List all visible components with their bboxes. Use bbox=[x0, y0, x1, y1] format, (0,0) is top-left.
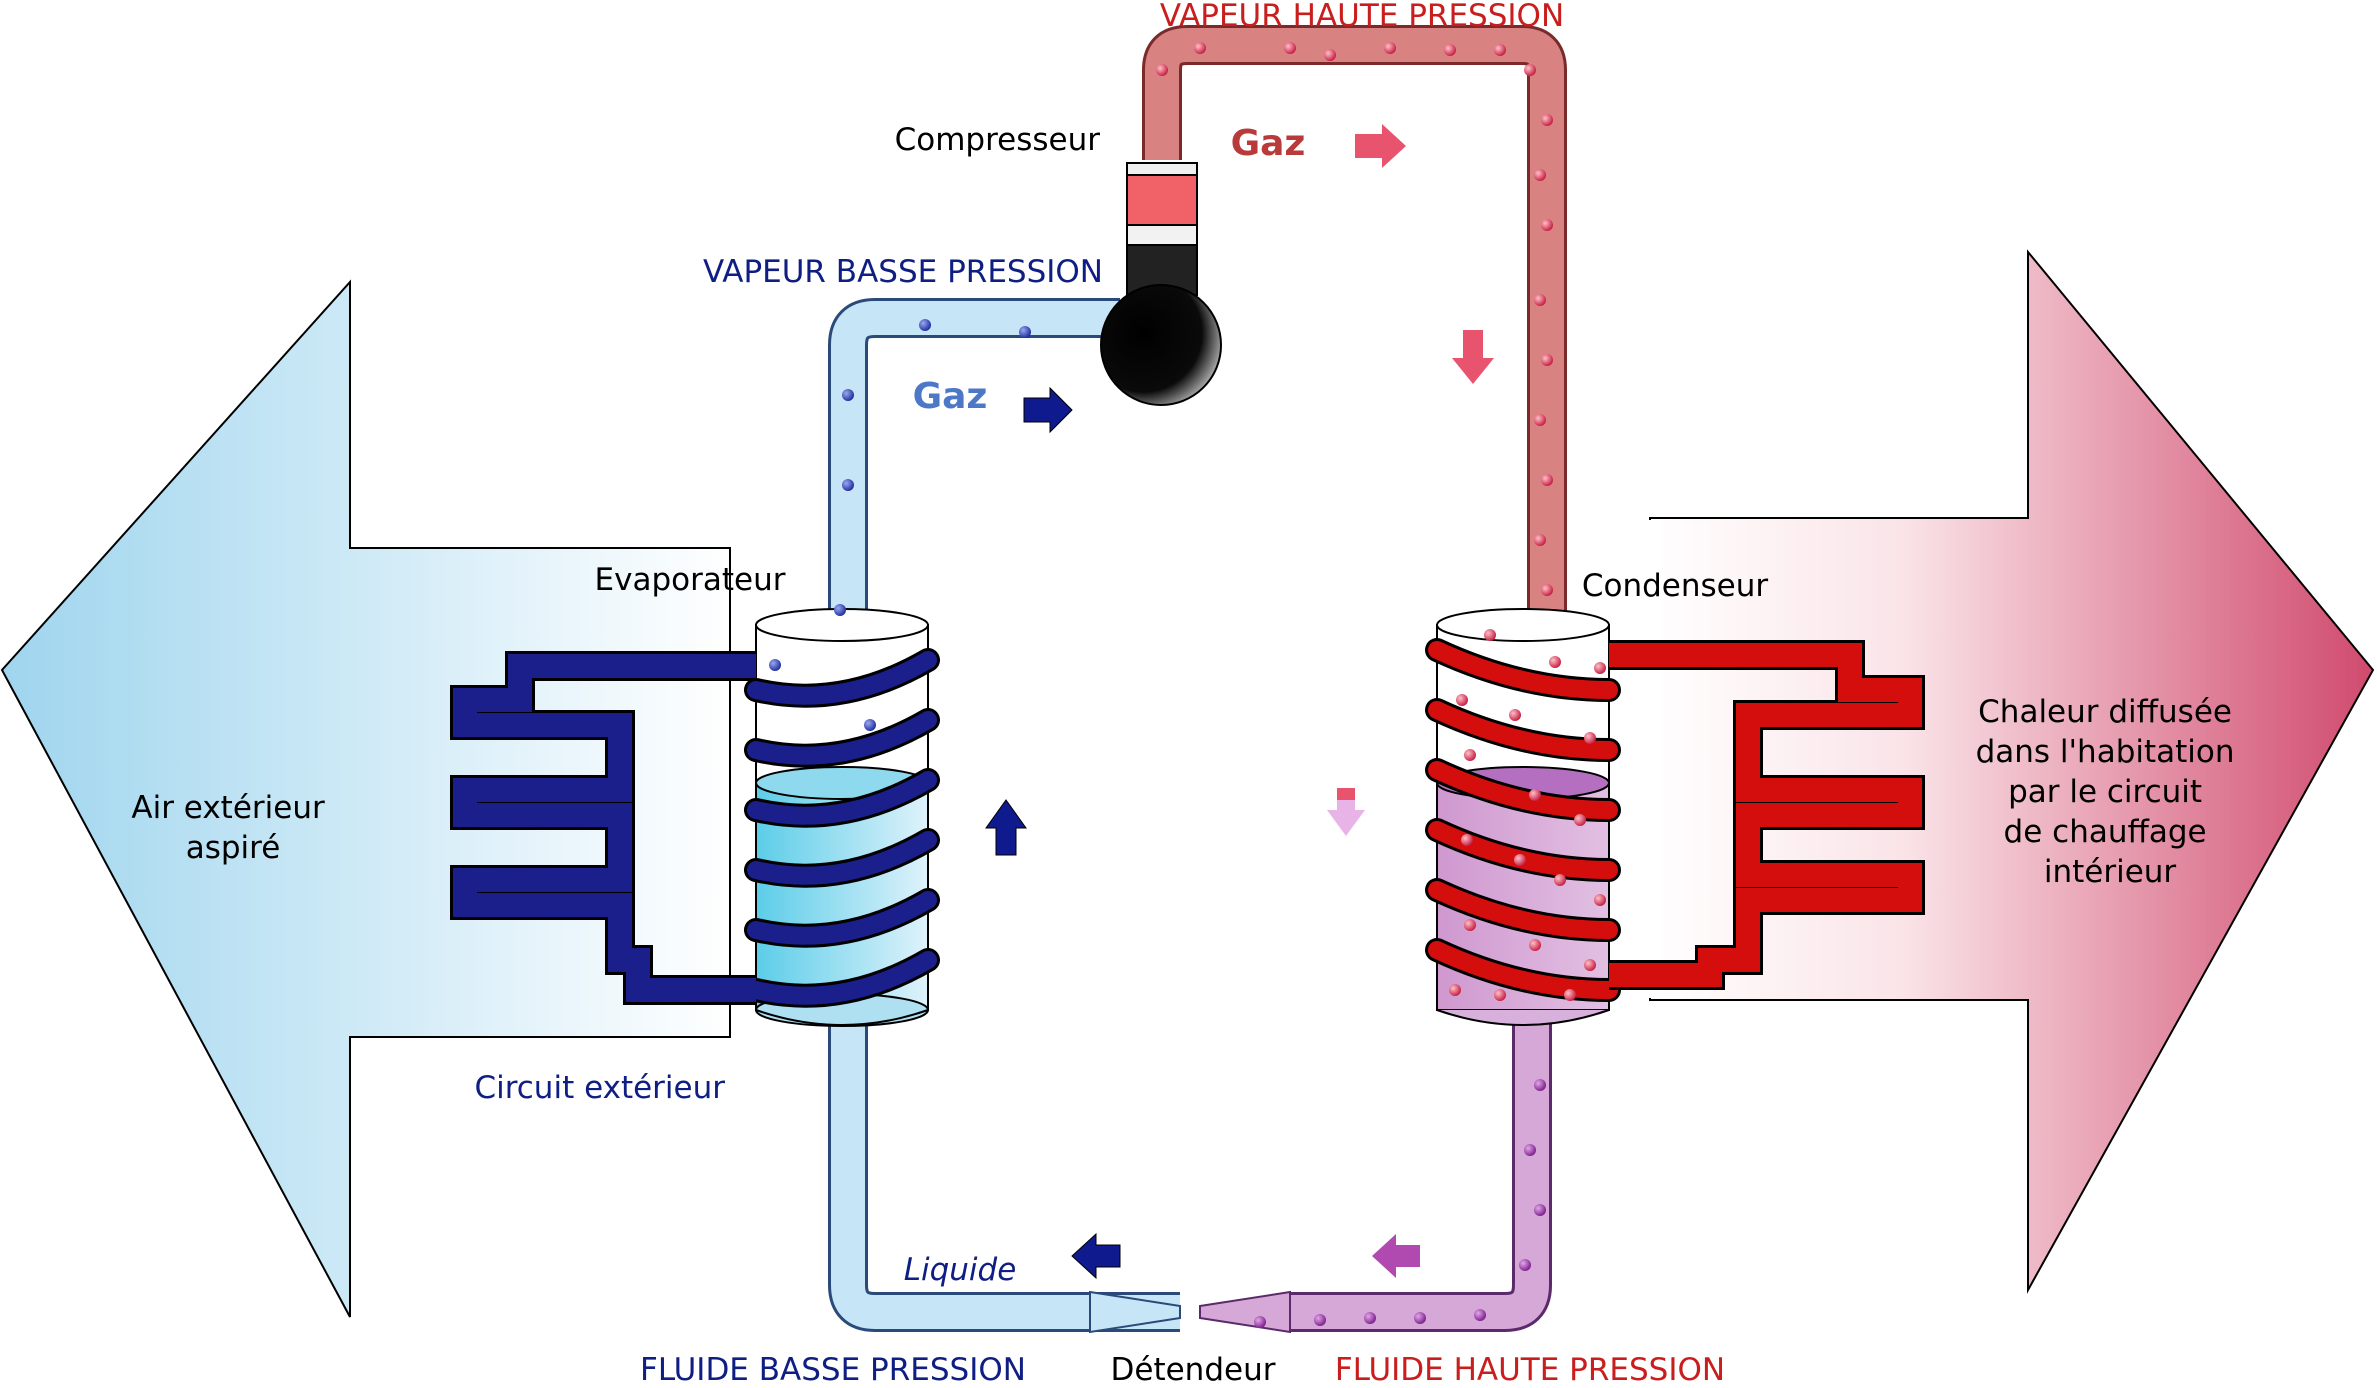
particle bbox=[1541, 474, 1553, 486]
particle bbox=[1474, 1309, 1486, 1321]
label-vapeur-haute-pression: VAPEUR HAUTE PRESSION bbox=[1160, 0, 1564, 34]
particle bbox=[1584, 959, 1596, 971]
particle bbox=[769, 659, 781, 671]
label-compresseur: Compresseur bbox=[895, 122, 1101, 158]
particle bbox=[1324, 49, 1336, 61]
particle bbox=[1524, 1144, 1536, 1156]
particle bbox=[1484, 629, 1496, 641]
particle bbox=[1534, 169, 1546, 181]
particle bbox=[1541, 354, 1553, 366]
particle bbox=[842, 389, 854, 401]
label-chaleur-line5: intérieur bbox=[2044, 854, 2177, 890]
particle bbox=[1464, 919, 1476, 931]
flow-arrow-down-hot bbox=[1452, 330, 1494, 384]
particle bbox=[864, 719, 876, 731]
particle bbox=[1534, 294, 1546, 306]
particle bbox=[1019, 326, 1031, 338]
label-circuit-exterieur: Circuit extérieur bbox=[474, 1070, 725, 1106]
particle bbox=[1594, 894, 1606, 906]
particle bbox=[1194, 42, 1206, 54]
flow-arrow-gaz-hot bbox=[1355, 124, 1406, 168]
particle bbox=[919, 319, 931, 331]
particle bbox=[1254, 1316, 1266, 1328]
particle bbox=[1494, 44, 1506, 56]
compressor-icon bbox=[1100, 162, 1222, 406]
label-fluide-haute-pression: FLUIDE HAUTE PRESSION bbox=[1335, 1352, 1725, 1383]
particle bbox=[1519, 1259, 1531, 1271]
outside-circuit-serpentine bbox=[450, 651, 756, 1005]
particle bbox=[1456, 694, 1468, 706]
particle bbox=[842, 479, 854, 491]
particle bbox=[1549, 656, 1561, 668]
particle bbox=[1156, 64, 1168, 76]
particle bbox=[1529, 789, 1541, 801]
cold-vapor-pipe bbox=[828, 298, 1120, 625]
label-vapeur-basse-pression: VAPEUR BASSE PRESSION bbox=[703, 254, 1103, 290]
particle bbox=[1314, 1314, 1326, 1326]
particle bbox=[1514, 854, 1526, 866]
heating-circuit-serpentine bbox=[1609, 640, 1925, 990]
particle bbox=[1534, 1079, 1546, 1091]
refrigerant-particles bbox=[769, 42, 1606, 1328]
particle bbox=[1524, 64, 1536, 76]
label-condenseur: Condenseur bbox=[1582, 568, 1769, 604]
particle bbox=[1461, 834, 1473, 846]
flow-arrow-down-condensing bbox=[1327, 788, 1365, 836]
label-chaleur-diffusee: Chaleur diffusée dans l'habitation par l… bbox=[1976, 694, 2245, 890]
outside-air-arrow bbox=[0, 279, 731, 1318]
particle bbox=[1534, 414, 1546, 426]
particle bbox=[1414, 1312, 1426, 1324]
particle bbox=[834, 604, 846, 616]
label-evaporateur: Evaporateur bbox=[595, 562, 786, 598]
particle bbox=[1574, 814, 1586, 826]
label-gaz-cold: Gaz bbox=[913, 376, 988, 417]
particle bbox=[1449, 984, 1461, 996]
label-air-exterieur: Air extérieur aspiré bbox=[131, 790, 334, 866]
label-chaleur-line1: Chaleur diffusée bbox=[1978, 694, 2232, 730]
flow-arrow-gaz-cold bbox=[1023, 386, 1073, 434]
flow-arrow-liquid bbox=[1071, 1232, 1121, 1280]
particle bbox=[1534, 1204, 1546, 1216]
particle bbox=[1529, 939, 1541, 951]
particle bbox=[1584, 732, 1596, 744]
particle bbox=[1541, 219, 1553, 231]
particle bbox=[1494, 989, 1506, 1001]
particle bbox=[1384, 42, 1396, 54]
flow-arrow-up-cold bbox=[985, 799, 1027, 856]
label-chaleur-line2: dans l'habitation bbox=[1976, 734, 2235, 770]
label-chaleur-line3: par le circuit bbox=[2008, 774, 2202, 810]
heat-output-arrow bbox=[1649, 249, 2375, 1294]
particle bbox=[1509, 709, 1521, 721]
condenser-coil bbox=[1425, 638, 1621, 1002]
particle bbox=[1464, 749, 1476, 761]
particle bbox=[1284, 42, 1296, 54]
label-air-exterieur-line2: aspiré bbox=[186, 830, 281, 866]
particle bbox=[1554, 874, 1566, 886]
particle bbox=[1364, 1312, 1376, 1324]
particle bbox=[1534, 534, 1546, 546]
particle bbox=[1541, 114, 1553, 126]
label-chaleur-line4: de chauffage bbox=[2004, 814, 2207, 850]
particle bbox=[1541, 584, 1553, 596]
evaporator-coil bbox=[744, 648, 940, 1008]
particle bbox=[1444, 44, 1456, 56]
label-liquide: Liquide bbox=[904, 1252, 1017, 1288]
label-air-exterieur-line1: Air extérieur bbox=[131, 790, 325, 826]
particle bbox=[1564, 989, 1576, 1001]
label-detendeur: Détendeur bbox=[1111, 1352, 1276, 1383]
label-gaz-hot: Gaz bbox=[1231, 123, 1306, 164]
particle bbox=[1594, 662, 1606, 674]
flow-arrow-liquid-hot bbox=[1372, 1234, 1420, 1278]
label-fluide-basse-pression: FLUIDE BASSE PRESSION bbox=[640, 1352, 1026, 1383]
